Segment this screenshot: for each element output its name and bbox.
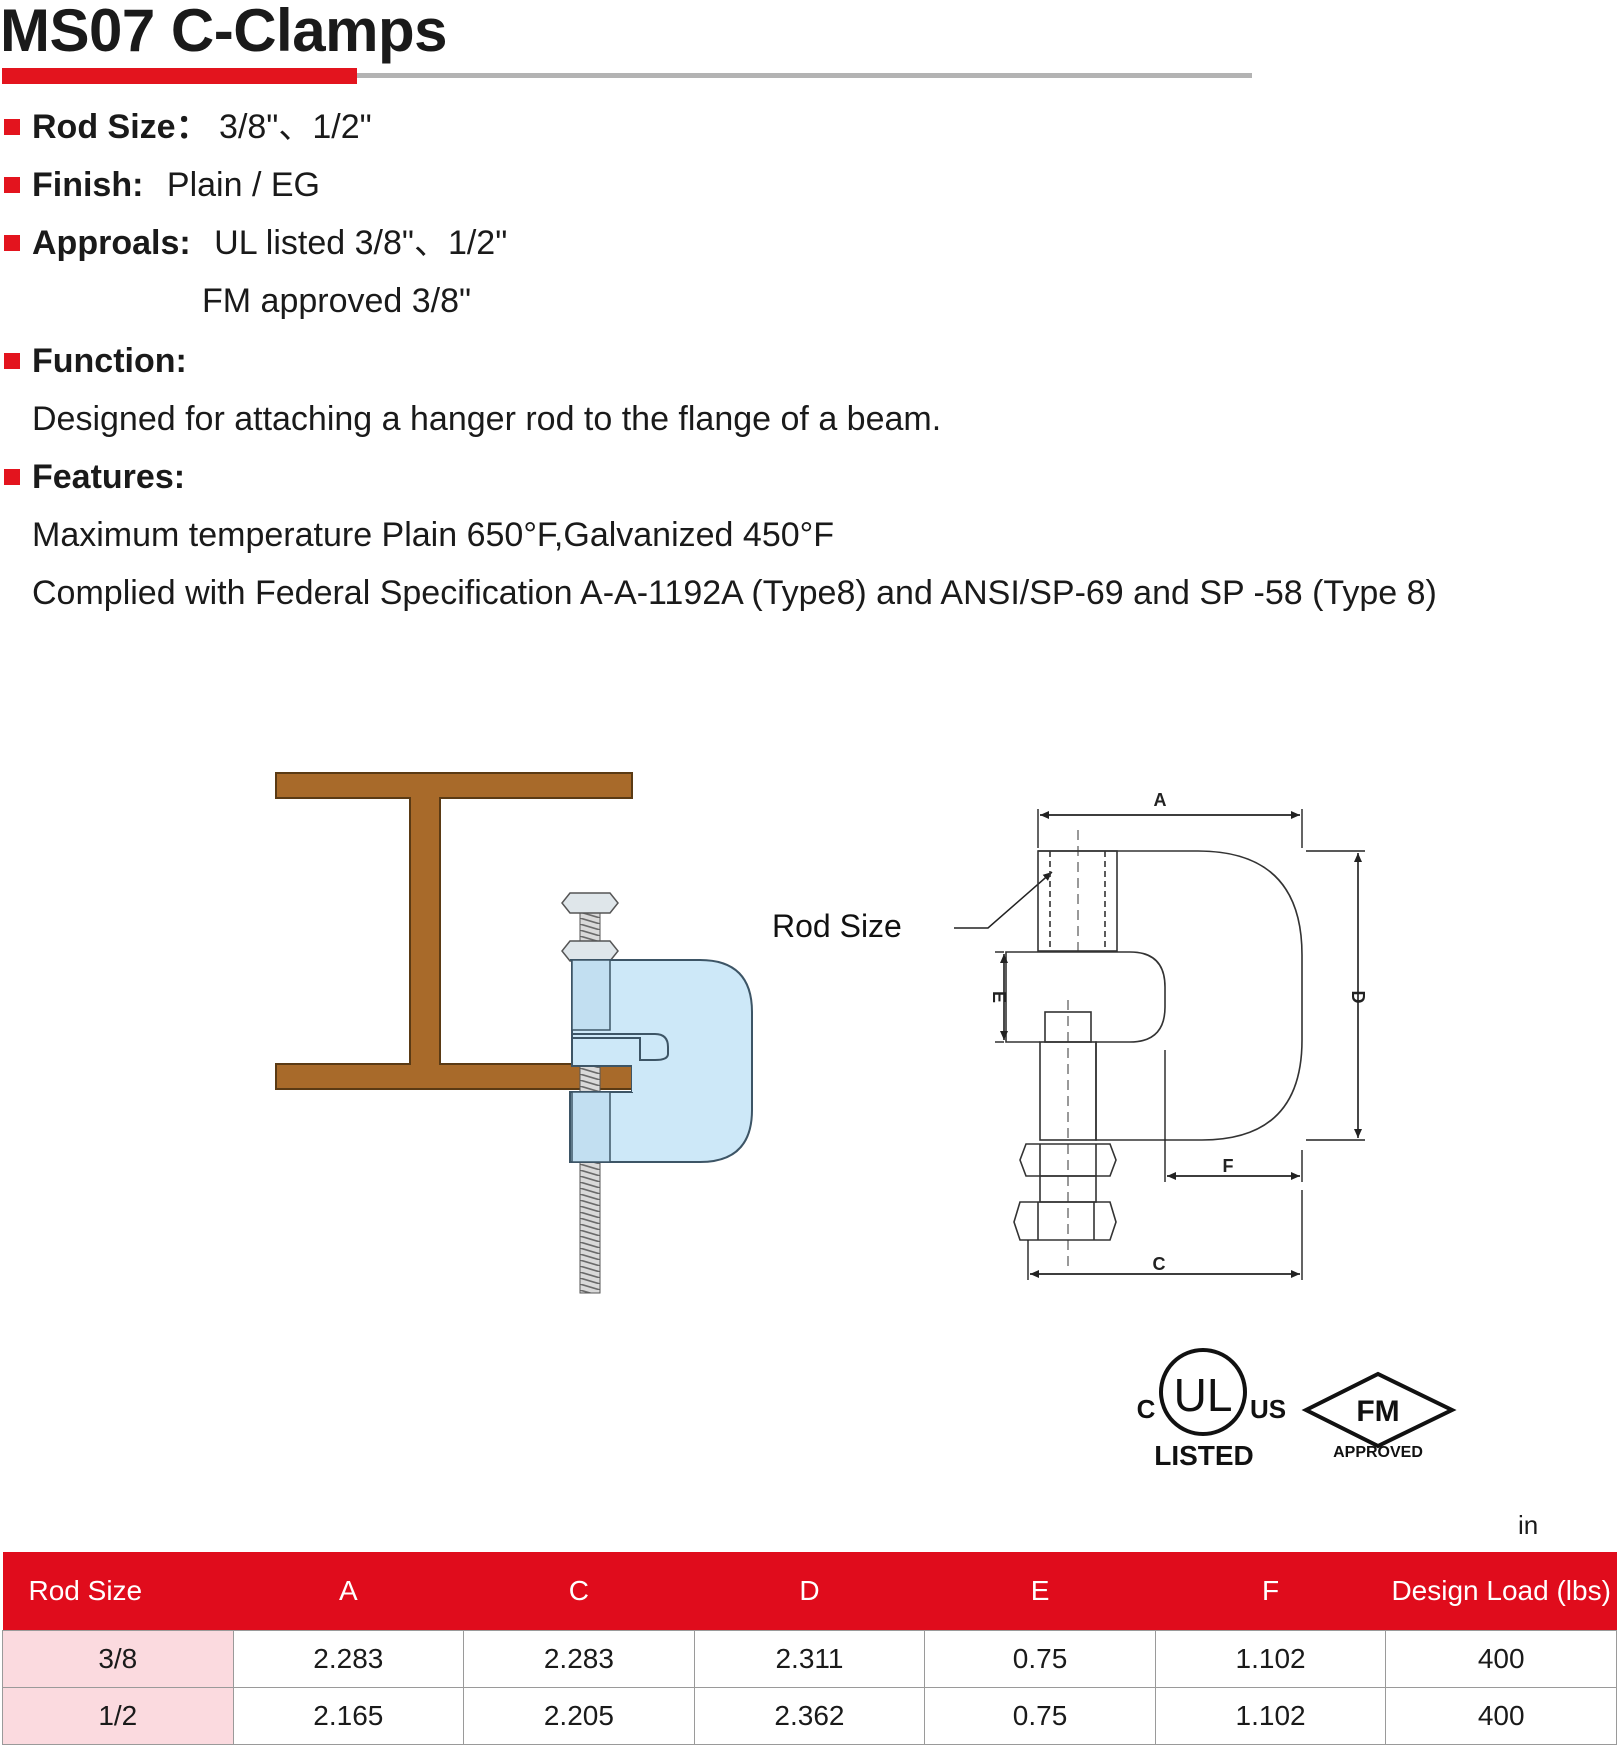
- fm-approved-logo: FM APPROVED: [1301, 1371, 1457, 1461]
- spec-rod-size: Rod Size： 3/8"、1/2": [32, 107, 372, 147]
- ul-listed-text: LISTED: [1154, 1440, 1254, 1471]
- spec-label: Approals:: [32, 224, 191, 262]
- table-cell: 1.102: [1154, 1630, 1387, 1688]
- table-header-row: Rod Size A C D E F Design Load (lbs): [2, 1552, 1617, 1631]
- certification-logos: UL C US LISTED FM APPROVED: [1137, 1348, 1457, 1471]
- column-header: C: [463, 1552, 695, 1631]
- table-cell: 400: [1385, 1687, 1617, 1745]
- bullet-icon: [4, 469, 20, 485]
- dimension-table: Rod Size A C D E F Design Load (lbs) 3/8…: [2, 1552, 1617, 1745]
- c-clamp-illustration: [569, 959, 753, 1163]
- bullet-icon: [4, 353, 20, 369]
- ul-c-mark: C: [1137, 1394, 1156, 1424]
- table-cell: 2.165: [232, 1687, 465, 1745]
- table-cell: 2.311: [693, 1630, 926, 1688]
- dim-label-a: A: [1154, 790, 1167, 810]
- spec-label: Function:: [32, 342, 187, 380]
- bullet-icon: [4, 119, 20, 135]
- column-header: Rod Size: [2, 1552, 234, 1631]
- dim-label-f: F: [1223, 1156, 1234, 1176]
- table-cell: 1/2: [2, 1687, 234, 1745]
- table-cell: 1.102: [1154, 1687, 1387, 1745]
- bullet-icon: [4, 235, 20, 251]
- unit-label: in: [1518, 1510, 1539, 1540]
- spec-value: UL listed 3/8"、1/2": [214, 224, 508, 262]
- dim-label-d: D: [1348, 991, 1368, 1004]
- spec-features: Features:: [32, 457, 199, 497]
- spec-approvals: Approals: UL listed 3/8"、1/2": [32, 223, 507, 263]
- column-header: F: [1155, 1552, 1386, 1631]
- fm-approved-text: APPROVED: [1333, 1444, 1423, 1461]
- table-cell: 2.283: [232, 1630, 465, 1688]
- spec-label: Finish:: [32, 166, 144, 204]
- table-row: 3/8 2.283 2.283 2.311 0.75 1.102 400: [2, 1630, 1617, 1688]
- spec-value: FM approved 3/8": [202, 282, 472, 320]
- column-header: E: [924, 1552, 1156, 1631]
- column-header: D: [694, 1552, 925, 1631]
- table-cell: 0.75: [924, 1630, 1156, 1688]
- table-cell: 2.283: [463, 1630, 695, 1688]
- column-header: A: [233, 1552, 464, 1631]
- spec-value: Plain / EG: [166, 166, 320, 204]
- ul-us-mark: US: [1250, 1394, 1286, 1424]
- bullet-icon: [4, 177, 20, 193]
- spec-label: Rod Size：: [32, 108, 210, 146]
- dimension-lines: [995, 809, 1365, 1280]
- spec-finish: Finish: Plain / EG: [32, 165, 320, 205]
- dim-label-c: C: [1153, 1254, 1166, 1274]
- ul-listed-logo: UL C US LISTED: [1137, 1348, 1286, 1471]
- table-cell: 2.205: [463, 1687, 695, 1745]
- column-header: Design Load (lbs): [1385, 1552, 1617, 1631]
- table-cell: 3/8: [2, 1630, 234, 1688]
- fm-mark: FM: [1356, 1395, 1399, 1428]
- page-title: MS07 C-Clamps: [0, 0, 447, 64]
- rod-size-callout: Rod Size: [772, 908, 902, 944]
- spec-value: 3/8"、1/2": [219, 108, 372, 146]
- title-underline-accent: [2, 68, 357, 84]
- table-cell: 400: [1385, 1630, 1617, 1688]
- table-cell: 0.75: [924, 1687, 1156, 1745]
- dim-label-e: E: [989, 991, 1009, 1003]
- table-row: 1/2 2.165 2.205 2.362 0.75 1.102 400: [2, 1687, 1617, 1745]
- title-underline: [2, 73, 1252, 78]
- feature-line: Maximum temperature Plain 650°F,Galvaniz…: [32, 516, 835, 554]
- clamp-diagram: Rod Size: [275, 772, 1368, 1294]
- spec-label: Features:: [32, 458, 186, 496]
- dimension-drawing: [1005, 830, 1303, 1270]
- spec-function: Function:: [32, 341, 201, 381]
- ul-mark: UL: [1174, 1369, 1233, 1421]
- function-text: Designed for attaching a hanger rod to t…: [32, 400, 942, 438]
- table-cell: 2.362: [693, 1687, 926, 1745]
- feature-line: Complied with Federal Specification A-A-…: [32, 574, 1437, 612]
